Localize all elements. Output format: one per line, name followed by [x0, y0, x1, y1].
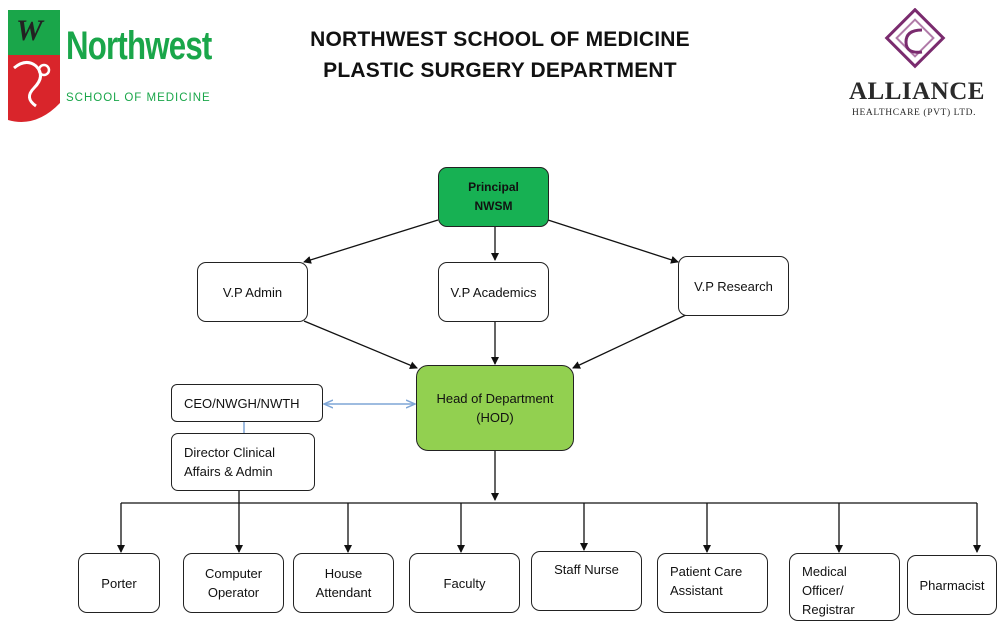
computer-operator-line2: Operator [207, 585, 260, 600]
staff-nurse-label: Staff Nurse [554, 562, 619, 577]
svg-text:W: W [16, 14, 45, 47]
house-attendant-line1: House [324, 566, 363, 581]
vp-admin-label: V.P Admin [222, 284, 283, 300]
house-attendant-box: House Attendant [293, 553, 394, 613]
ceo-label: CEO/NWGH/NWTH [184, 395, 300, 411]
director-box: Director Clinical Affairs & Admin [171, 433, 315, 491]
principal-box: Principal NWSM [438, 167, 549, 227]
director-line2: Affairs & Admin [184, 464, 273, 479]
alliance-logo-sub: HEALTHCARE (PVT) LTD. [852, 108, 977, 118]
medical-officer-line2: Officer/ [802, 583, 844, 598]
pharmacist-box: Pharmacist [907, 555, 997, 615]
northwest-logo-sub: SCHOOL OF MEDICINE [66, 92, 211, 104]
staff-nurse-box: Staff Nurse [531, 551, 642, 611]
alliance-logo [884, 8, 946, 69]
ceo-box: CEO/NWGH/NWTH [171, 384, 323, 422]
northwest-logo: W [8, 10, 60, 122]
medical-officer-line3: Registrar [802, 602, 855, 617]
director-line1: Director Clinical [184, 445, 276, 460]
northwest-logo-word: Northwest [66, 24, 212, 68]
principal-org: NWSM [474, 199, 513, 213]
vp-academics-box: V.P Academics [438, 262, 549, 322]
principal-label: Principal [468, 180, 519, 194]
patient-care-line1: Patient Care [670, 564, 743, 579]
patient-care-box: Patient Care Assistant [657, 553, 768, 613]
vp-research-box: V.P Research [678, 256, 789, 316]
medical-officer-box: Medical Officer/ Registrar [789, 553, 900, 621]
alliance-logo-word: ALLIANCE [849, 78, 985, 105]
faculty-label: Faculty [443, 575, 486, 591]
computer-operator-box: Computer Operator [183, 553, 284, 613]
porter-box: Porter [78, 553, 160, 613]
house-attendant-line2: Attendant [315, 585, 372, 600]
hod-line1: Head of Department [436, 391, 554, 406]
faculty-box: Faculty [409, 553, 520, 613]
hod-line2: (HOD) [476, 410, 514, 425]
vp-academics-label: V.P Academics [450, 284, 537, 300]
patient-care-line2: Assistant [670, 583, 723, 598]
pharmacist-label: Pharmacist [919, 577, 985, 593]
computer-operator-line1: Computer [204, 566, 263, 581]
vp-research-label: V.P Research [694, 278, 773, 294]
hod-box: Head of Department (HOD) [416, 365, 574, 451]
page-title-line1: NORTHWEST SCHOOL OF MEDICINE [310, 28, 690, 51]
page-title-line2: PLASTIC SURGERY DEPARTMENT [323, 59, 677, 82]
porter-label: Porter [101, 575, 137, 591]
medical-officer-line1: Medical [802, 564, 847, 579]
vp-admin-box: V.P Admin [197, 262, 308, 322]
